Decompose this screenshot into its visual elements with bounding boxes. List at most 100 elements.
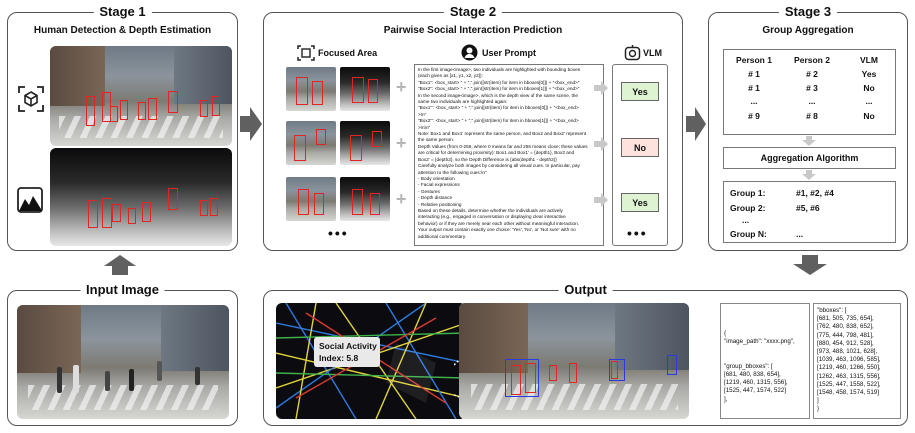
pair-results-table: Person 1 Person 2 VLM # 1 # 2 Yes # 1 # … [723,49,896,135]
input-image [17,305,229,419]
stage2-subtitle: Pairwise Social Interaction Prediction [383,25,563,36]
focused-area-label: Focused Area [318,48,378,58]
prompt-line: "Box2'": <box_start> " + ",".join([str(i… [418,118,579,124]
prompt-line: - Gestures [418,188,440,194]
prompt-line: In the first image<image>, two individua… [418,67,581,72]
prompt-line: - Relative positioning [418,201,462,207]
depth-image [50,148,232,246]
json-line: [1525, 447, 1558, 522], [817,380,881,388]
stage1-subtitle: Human Detection & Depth Estimation [33,25,212,36]
prompt-line: additional commentary. [418,233,467,239]
json-line: [1262, 463, 1315, 556], [817,372,881,380]
stage3-panel: Stage 3 Group Aggregation Person 1 Perso… [708,4,908,251]
input-title: Input Image [80,282,165,297]
detection-image [50,46,232,146]
prompt-line: Carefully analyze both images by conside… [418,163,580,169]
prompt-line: Depth Values (from 0-255, where 0 means … [418,143,588,149]
json-line: [1219, 460, 1266, 550], [817,364,881,372]
stage2-to-stage3-arrow [686,107,706,141]
group-label: Group 2: [730,203,766,213]
focused-crop-3 [286,177,336,221]
stage1-to-stage2-arrow [240,107,262,141]
cube-detection-icon [18,86,44,112]
plus-icon: + [396,77,407,97]
prompt-line: - Body orientation [418,175,455,181]
table-cell: # 1 [748,69,760,79]
json-line: "group_bboxes": [ [724,362,773,370]
group-label: Group 1: [730,188,766,198]
prompt-line: >\n" [418,111,427,117]
groups-box: Group 1: #1, #2, #4 Group 2: #5, #6 ... … [723,181,896,243]
arrow-right-icon [594,81,608,95]
prompt-line: attention to the following cues:\n" [418,169,487,175]
stage1-panel: Stage 1 Human Detection & Depth Estimati… [7,4,238,251]
prompt-line: >\n\n" [418,124,431,130]
input-panel: Input Image [7,282,238,426]
table-cell: # 1 [748,83,760,93]
json-line: { [724,330,727,337]
json-line: [880, 454, 912, 528], [817,339,874,347]
prompt-line: Based on these details, determine whethe… [418,207,563,213]
focused-depth-1 [340,67,390,111]
json-line: [1039, 463, 1096, 585], [817,356,881,364]
json-line: [973, 488, 1021, 628], [817,348,878,356]
social-activity-map: Social Activity Index: 5.8 [276,303,466,419]
table-cell: No [863,111,875,121]
output-panel: Output Social Activity Index: 5. [263,282,908,426]
json-line: } [817,405,820,413]
prompt-line: - Facial expressions [418,182,460,188]
stage2-title: Stage 2 [443,4,503,19]
arrow-down-icon [802,170,816,180]
group-members: ... [796,229,804,239]
user-icon [461,44,478,61]
input-to-stage1-arrow [104,255,136,275]
social-activity-label: Social Activity [319,341,377,351]
user-prompt-label: User Prompt [482,48,537,58]
prompt-line: In the second image<image>, which is the… [418,92,578,98]
json-line: [1219, 460, 1315, 556], [724,379,788,387]
json-line [724,355,806,363]
stage3-title: Stage 3 [778,4,838,19]
prompt-line: are critical for determining proximity):… [418,150,575,156]
focused-crop-2 [286,121,336,165]
json-line: "image_path": "xxxx.png", [724,338,795,346]
prompt-line: behavior) or if they are merely near eac… [418,220,580,226]
output-title: Output [558,282,613,297]
table-cell: ... [808,96,816,106]
group-label: ... [742,215,750,225]
aggregation-algorithm-label: Aggregation Algorithm [760,153,859,163]
table-cell: # 9 [748,111,760,121]
prompt-line: Note: Box1 and Box1' represent the same … [418,131,587,137]
vlm-answer-no: No [621,138,659,157]
social-activity-index: Index: 5.8 [319,353,359,363]
stage1-title: Stage 1 [93,4,152,19]
prompt-line: "Box1": <box_start> " + ",".join([str(it… [418,79,580,85]
header-person1: Person 1 [736,55,772,65]
json-line: ] [817,397,819,405]
header-person2: Person 2 [794,55,830,65]
prompt-line: "Box2": <box_start> " + ",".join([str(it… [418,86,580,92]
vlm-label: VLM [643,48,662,58]
social-activity-card [314,337,380,367]
user-prompt-text: In the first image<image>, two individua… [414,64,604,246]
json-line: [775, 444, 798, 481], [817,331,874,339]
table-cell: # 8 [806,111,818,121]
focused-ellipsis: ••• [328,225,349,241]
table-cell: No [863,83,875,93]
aggregation-algorithm-box: Aggregation Algorithm [723,147,896,169]
vlm-answer-yes: Yes [621,82,659,101]
prompt-line: same two individuals are highlighted aga… [418,99,508,105]
output-image [459,303,689,419]
vlm-ellipsis: ••• [627,225,648,241]
json-line [724,346,806,354]
group-label: Group N: [730,229,767,239]
arrow-right-icon [594,137,608,151]
json-line: "bboxes": [ [817,307,847,314]
json-line: [762, 480, 838, 652], [817,323,874,331]
json-line: [681, 480, 838, 654], [724,371,781,379]
focused-area-icon [297,45,315,61]
focused-crop-1 [286,67,336,111]
json-line: [1548, 458, 1574, 519] [817,389,879,397]
stage3-to-output-arrow [793,255,827,275]
group-members: #1, #2, #4 [796,188,834,198]
